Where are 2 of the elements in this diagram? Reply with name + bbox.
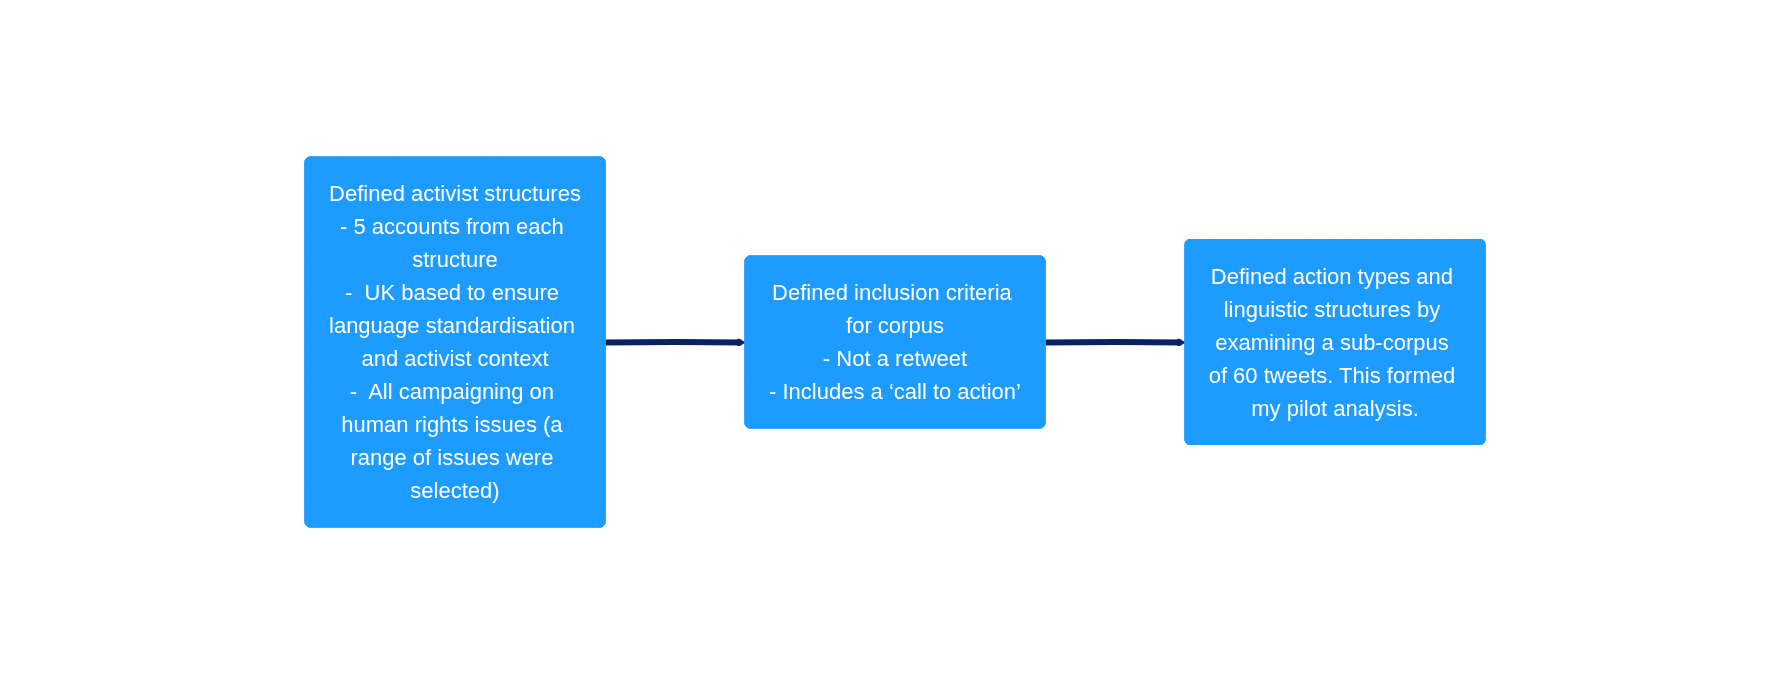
arrow: [1044, 337, 1186, 347]
arrow: [604, 337, 746, 347]
